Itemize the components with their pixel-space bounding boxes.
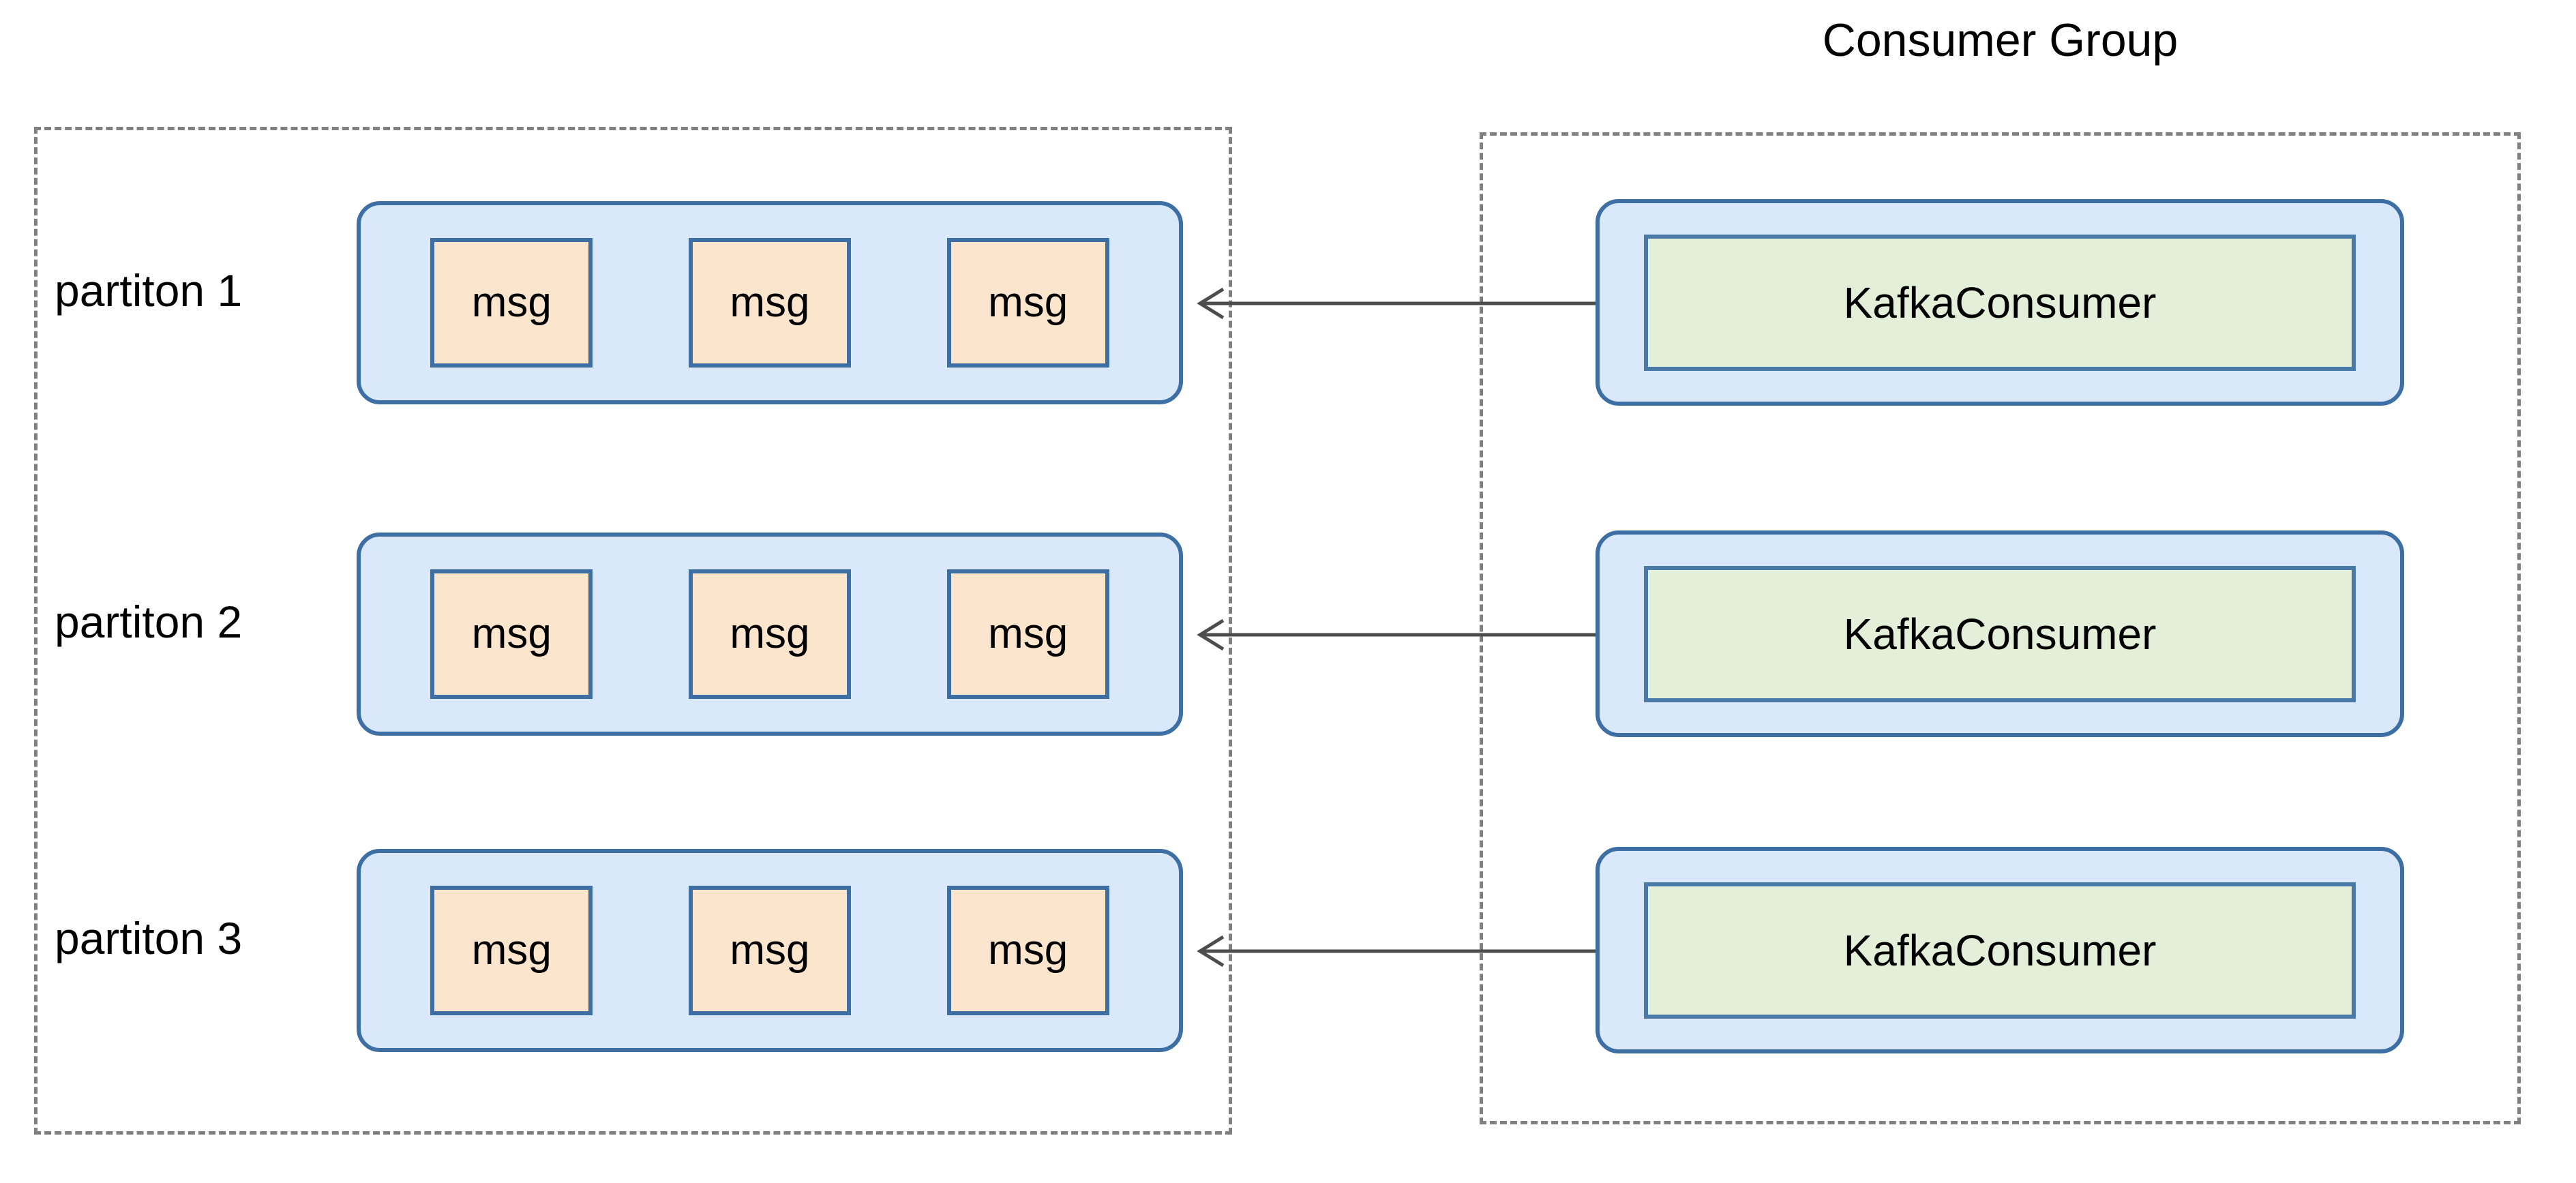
partition-label-2: partiton 2 xyxy=(55,597,243,647)
message-box[interactable]: msg xyxy=(946,886,1109,1015)
assignment-arrow-3 xyxy=(1197,935,1598,968)
consumer-group-title: Consumer Group xyxy=(1822,14,2178,66)
kafka-consumer-box-2[interactable]: KafkaConsumer xyxy=(1596,530,2404,737)
partition-box-3[interactable]: msg msg msg xyxy=(357,849,1183,1052)
topic-region-boundary xyxy=(34,127,1232,1135)
message-box[interactable]: msg xyxy=(688,238,851,368)
partition-label-3: partiton 3 xyxy=(55,913,243,963)
message-box[interactable]: msg xyxy=(688,886,851,1015)
kafka-consumer-box-3[interactable]: KafkaConsumer xyxy=(1596,847,2404,1053)
partition-consumer-row: partiton 1 msg msg msg KafkaConsumer xyxy=(0,199,2576,407)
kafka-consumer-label: KafkaConsumer xyxy=(1644,882,2356,1019)
partition-box-1[interactable]: msg msg msg xyxy=(357,201,1183,404)
message-box[interactable]: msg xyxy=(430,238,593,368)
partition-box-2[interactable]: msg msg msg xyxy=(357,533,1183,736)
kafka-consumer-box-1[interactable]: KafkaConsumer xyxy=(1596,199,2404,406)
message-box[interactable]: msg xyxy=(430,886,593,1015)
partition-consumer-row: partiton 3 msg msg msg KafkaConsumer xyxy=(0,847,2576,1055)
assignment-arrow-1 xyxy=(1197,287,1598,320)
message-box[interactable]: msg xyxy=(430,569,593,699)
partition-consumer-row: partiton 2 msg msg msg KafkaConsumer xyxy=(0,530,2576,738)
kafka-consumer-label: KafkaConsumer xyxy=(1644,565,2356,702)
partition-label-1: partiton 1 xyxy=(55,265,243,316)
message-box[interactable]: msg xyxy=(946,238,1109,368)
assignment-arrow-2 xyxy=(1197,618,1598,651)
message-box[interactable]: msg xyxy=(946,569,1109,699)
consumer-group-region-boundary xyxy=(1480,132,2521,1124)
message-box[interactable]: msg xyxy=(688,569,851,699)
kafka-consumer-label: KafkaConsumer xyxy=(1644,234,2356,371)
